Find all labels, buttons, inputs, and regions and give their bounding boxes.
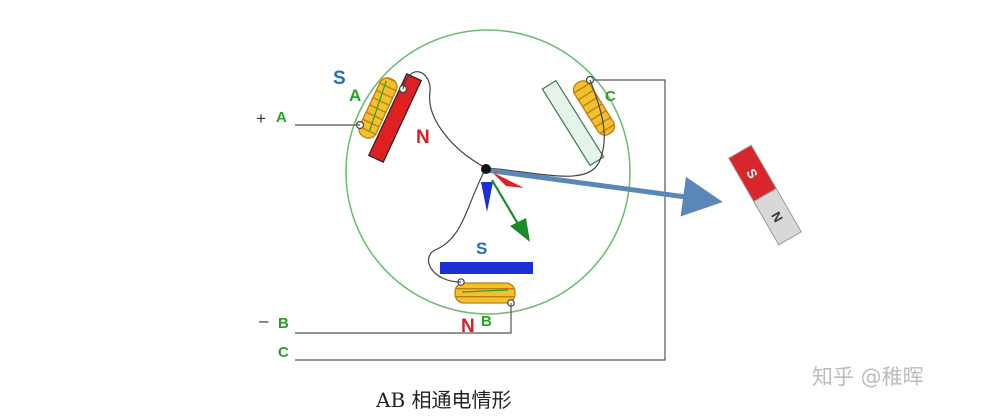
terminal-b-label: B	[278, 315, 289, 332]
coil-b-winding	[454, 282, 516, 304]
terminal-c-label: C	[278, 344, 289, 361]
diagram-caption: AB 相通电情形	[375, 388, 512, 412]
wire-b-to-center	[428, 167, 487, 283]
b-coil-label: B	[481, 313, 492, 330]
terminal-b-sign: –	[259, 311, 269, 330]
rotor-magnet-n-half	[753, 187, 802, 246]
lead-b	[295, 303, 512, 334]
field-vector-red	[492, 172, 524, 188]
stator-ring	[345, 29, 631, 315]
a-coil-label: A	[349, 86, 361, 105]
coil-a-iron-core	[367, 73, 423, 163]
field-vector-green	[510, 218, 530, 242]
wire-a-to-center	[402, 71, 487, 169]
coil-c-iron-core	[541, 79, 605, 167]
watermark: 知乎 @稚晖	[812, 365, 924, 389]
wire-c-to-center	[485, 79, 605, 177]
terminal-a-label: A	[276, 109, 287, 126]
lead-c	[295, 79, 666, 361]
rotor-magnet: S N	[728, 144, 802, 246]
a-inner-pole-label: N	[416, 127, 430, 148]
b-inner-pole-label: S	[476, 239, 487, 258]
a-outer-pole-label: S	[333, 68, 346, 89]
coil-c-assembly	[541, 79, 605, 167]
coil-a-winding	[358, 77, 398, 139]
field-vector-blue	[481, 182, 493, 212]
coil-c-winding	[572, 80, 616, 136]
resultant-arrow	[485, 167, 723, 217]
rotor-center-pivot	[481, 164, 491, 174]
coil-a-assembly	[367, 73, 423, 163]
b-outer-pole-label: N	[461, 316, 475, 337]
c-coil-label: C	[605, 88, 616, 105]
coil-b-iron-core	[440, 262, 533, 274]
terminal-a-sign: +	[256, 109, 266, 128]
